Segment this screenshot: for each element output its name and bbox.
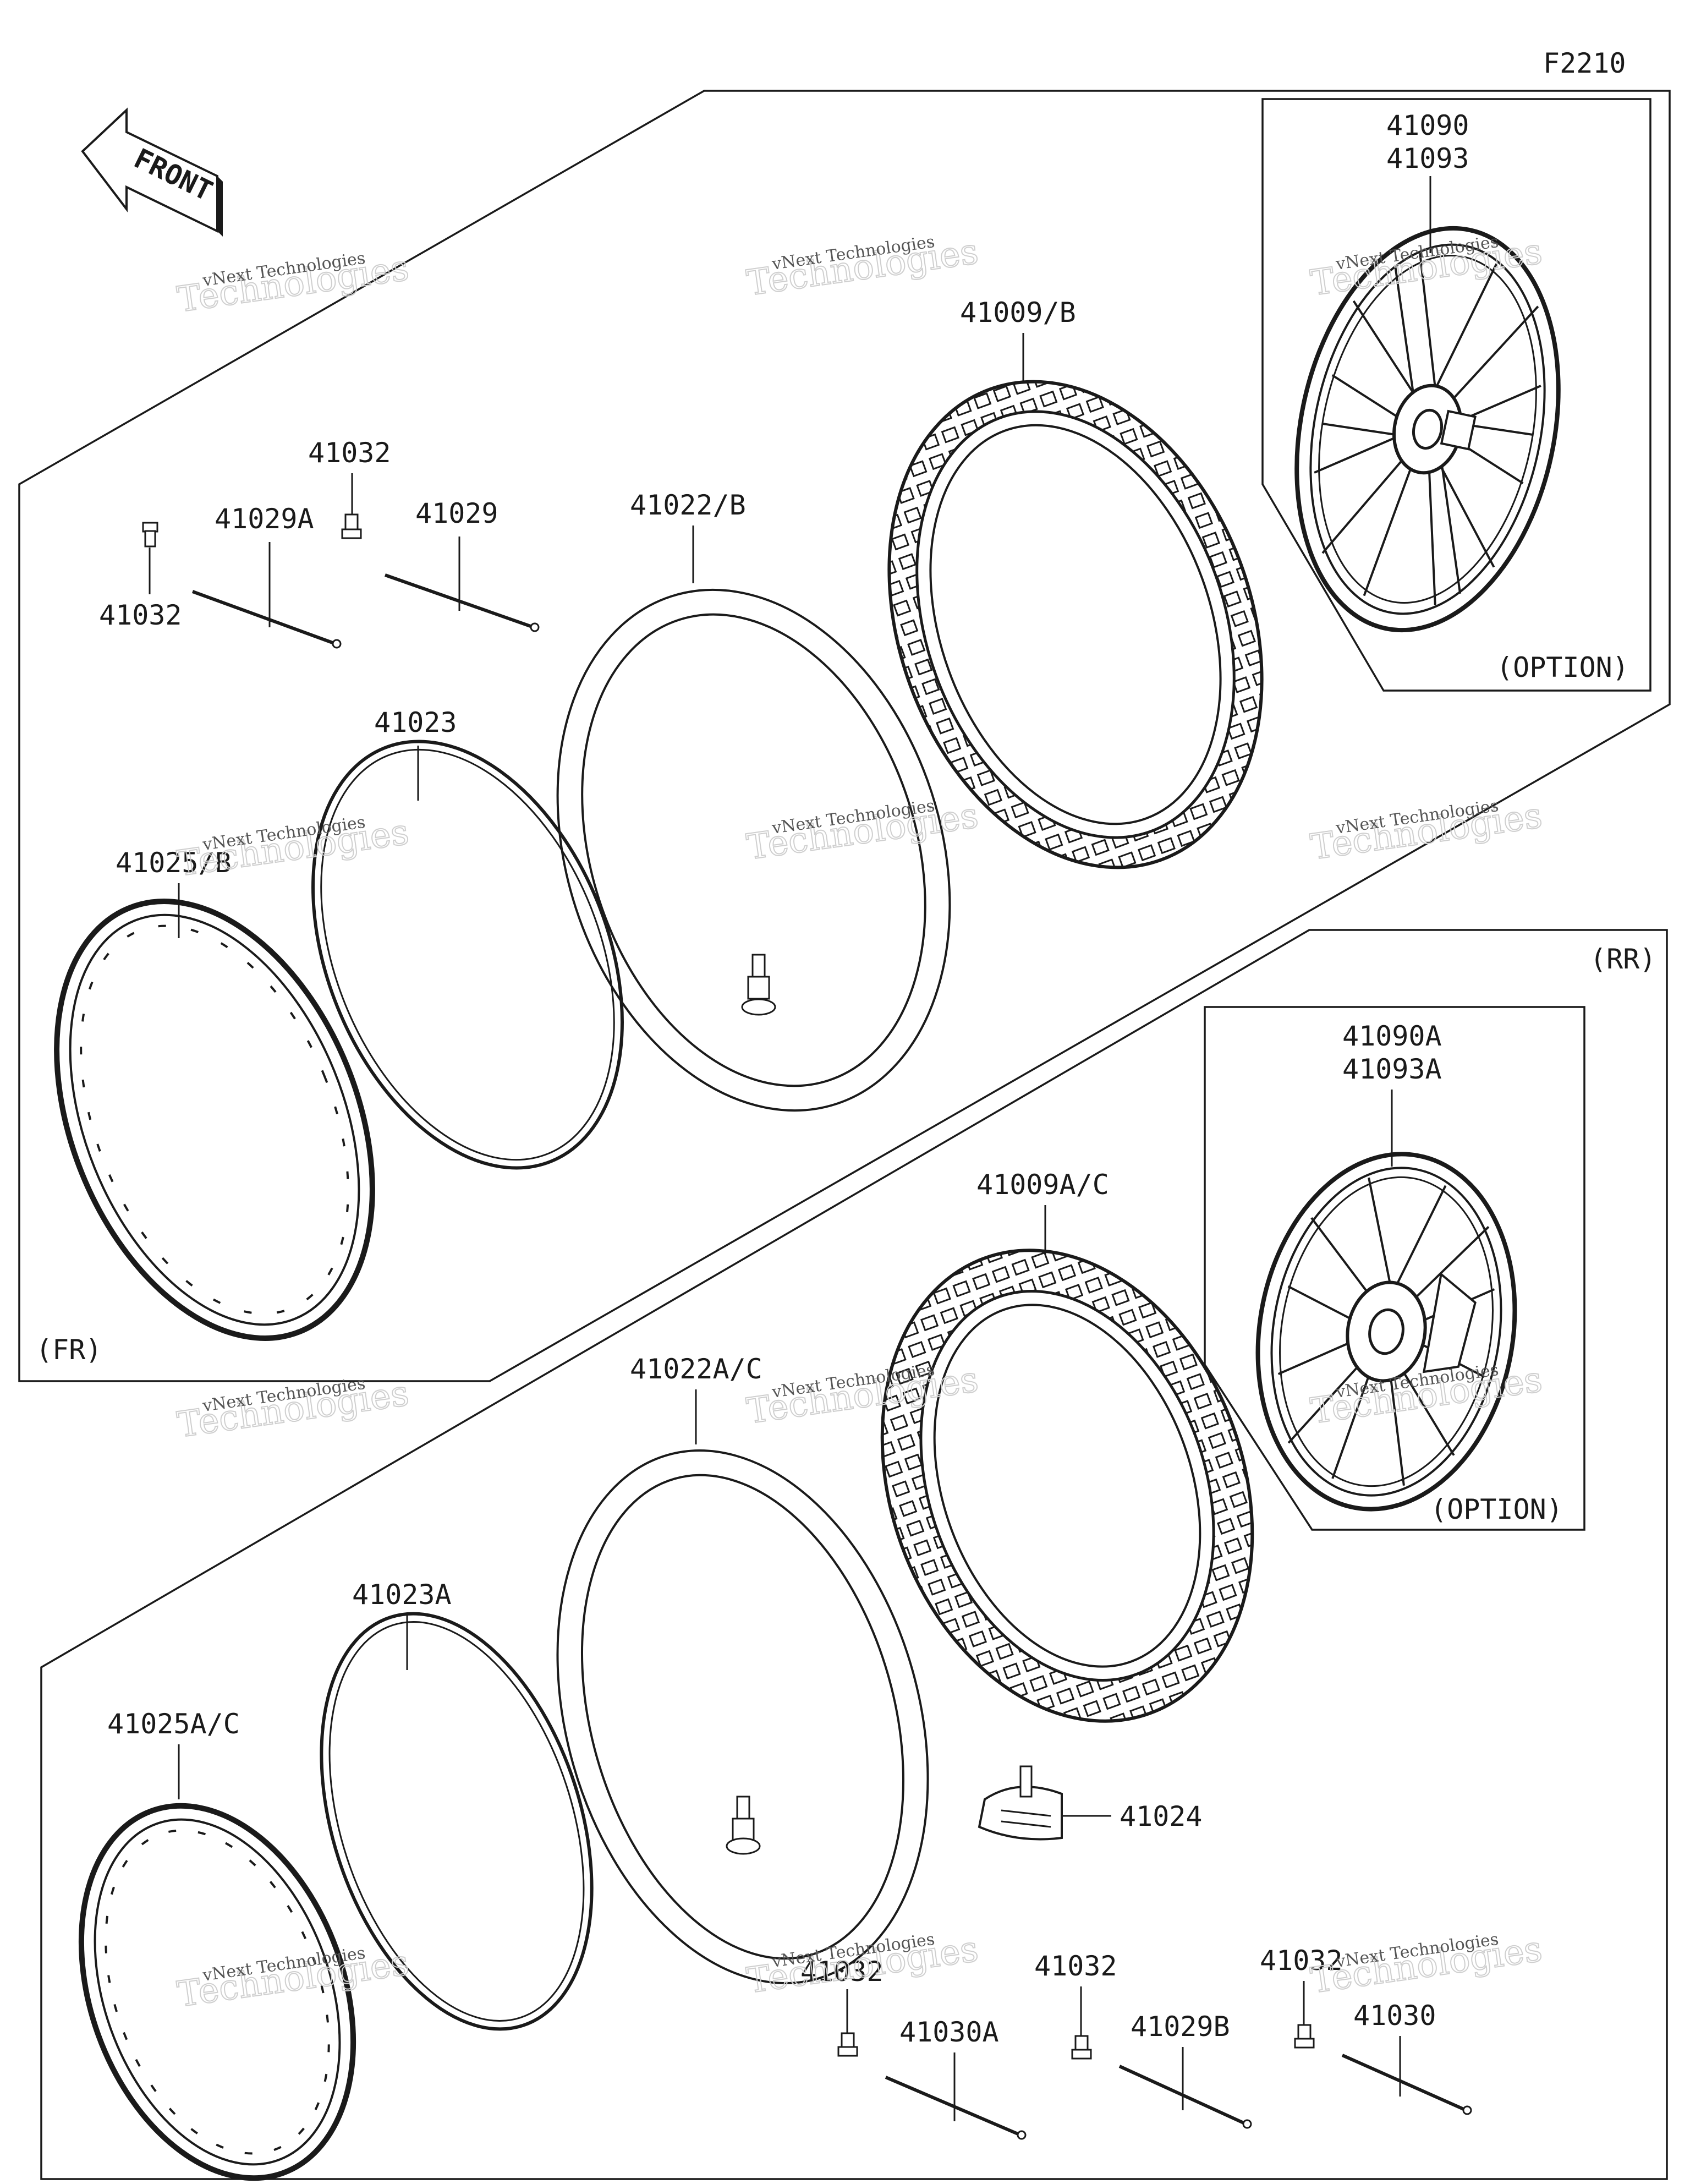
watermark: Technologies vNext Technologies bbox=[744, 795, 981, 868]
rear-section-label: (RR) bbox=[1590, 943, 1656, 975]
watermark: Technologies vNext Technologies bbox=[1308, 795, 1545, 868]
rear-rim-band bbox=[320, 1612, 594, 2031]
spoke-rear-b bbox=[1118, 2065, 1252, 2129]
wheel-front-pn-2: 41093 bbox=[1386, 143, 1469, 174]
watermark: Technologies vNext Technologies bbox=[174, 811, 412, 885]
front-rim-band bbox=[311, 740, 624, 1170]
nipple-front-top-pn: 41032 bbox=[308, 437, 391, 469]
rim-front-pn: 41025/B bbox=[116, 847, 232, 879]
spoke-rear-a-pn: 41030A bbox=[899, 2016, 999, 2048]
nipple-front-top bbox=[341, 513, 362, 539]
front-tube-valve bbox=[741, 954, 776, 1016]
front-tire bbox=[887, 380, 1264, 869]
nipple-front-left bbox=[142, 522, 158, 548]
nipple-rear-1 bbox=[837, 2032, 858, 2057]
rear-tire bbox=[880, 1249, 1254, 1723]
front-rim bbox=[54, 899, 375, 1341]
nipple-rear-2-pn: 41032 bbox=[1034, 1950, 1117, 1982]
watermark: Technologies vNext Technologies bbox=[1308, 231, 1545, 304]
nipple-rear-1-pn: 41032 bbox=[800, 1956, 884, 1988]
watermark: Technologies vNext Technologies bbox=[174, 1372, 412, 1446]
tire-front-pn: 41009/B bbox=[960, 297, 1076, 329]
watermark: Technologies vNext Technologies bbox=[744, 231, 981, 304]
tube-front-pn: 41022/B bbox=[630, 489, 746, 521]
rear-option-frame bbox=[1204, 1006, 1585, 1531]
nipple-rear-2 bbox=[1071, 2035, 1092, 2060]
rear-tube-valve bbox=[726, 1796, 761, 1855]
spoke-rear-pn: 41030 bbox=[1353, 2000, 1436, 2032]
spoke-rear-a bbox=[885, 2076, 1027, 2140]
rim-band-rear-pn: 41023A bbox=[352, 1579, 452, 1611]
spoke-rear-b-pn: 41029B bbox=[1131, 2011, 1230, 2043]
rear-spoked-wheel bbox=[1255, 1152, 1517, 1512]
figure-code: F2210 bbox=[1543, 47, 1626, 79]
nipple-front-left-pn: 41032 bbox=[99, 599, 182, 631]
nipple-rear-3-pn: 41032 bbox=[1260, 1945, 1343, 1977]
rim-lock-pn: 41024 bbox=[1120, 1800, 1203, 1832]
wheel-front-pn-1: 41090 bbox=[1386, 110, 1469, 141]
front-spoked-wheel bbox=[1294, 226, 1561, 633]
front-option-label: (OPTION) bbox=[1496, 652, 1629, 683]
rim-lock bbox=[978, 1765, 1063, 1841]
watermark: Technologies vNext Technologies bbox=[174, 247, 412, 321]
front-option-frame bbox=[1261, 98, 1651, 692]
spoke-rear bbox=[1341, 2054, 1472, 2115]
rim-rear-pn: 41025A/C bbox=[107, 1708, 240, 1740]
front-section-label: (FR) bbox=[36, 1334, 102, 1366]
spoke-front-pn: 41029 bbox=[415, 497, 498, 529]
watermark: Technologies vNext Technologies bbox=[1308, 1928, 1545, 2002]
watermark: Technologies vNext Technologies bbox=[744, 1928, 981, 2002]
front-direction-arrow: FRONT bbox=[81, 107, 223, 237]
wheel-rear-pn-2: 41093A bbox=[1342, 1053, 1442, 1085]
watermark: Technologies vNext Technologies bbox=[174, 1942, 412, 2016]
tube-rear-pn: 41022A/C bbox=[630, 1353, 762, 1385]
rear-section-frame bbox=[40, 929, 1668, 2180]
front-section-frame bbox=[18, 90, 1671, 1382]
tire-rear-pn: 41009A/C bbox=[976, 1169, 1109, 1201]
spoke-a-front-pn: 41029A bbox=[215, 503, 314, 535]
nipple-rear-3 bbox=[1294, 2024, 1315, 2049]
rear-option-label: (OPTION) bbox=[1430, 1493, 1563, 1525]
rim-band-front-pn: 41023 bbox=[374, 707, 457, 738]
rear-tube bbox=[556, 1449, 929, 1984]
spoke-front bbox=[385, 573, 540, 632]
rear-rim bbox=[78, 1803, 356, 2181]
spoke-a-front bbox=[191, 590, 342, 649]
wheel-rear-pn-1: 41090A bbox=[1342, 1020, 1442, 1052]
